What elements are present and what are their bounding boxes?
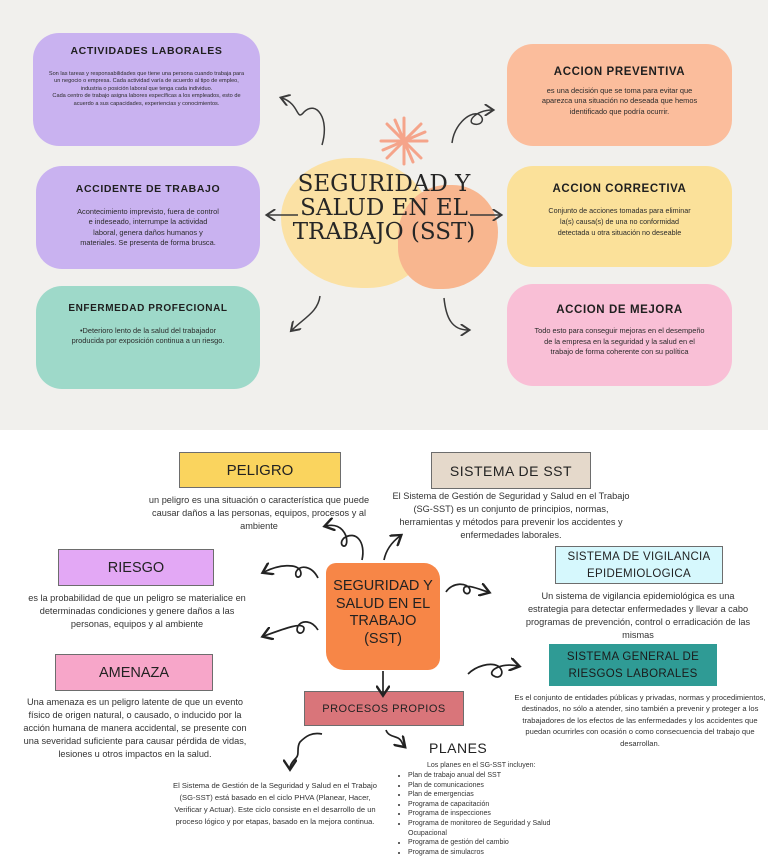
planes-list-item: Plan de comunicaciones [408,781,582,791]
planes-list-item: Plan de emergencias [408,790,582,800]
card-accidente-trabajo: ACCIDENTE DE TRABAJO Acontecimiento impr… [36,166,260,269]
card-text: Acontecimiento imprevisto, fuera de cont… [77,207,219,248]
arrow-to-general [467,664,518,678]
arrow-to-preventiva [451,110,492,144]
bottom-center-title: SEGURIDAD Y SALUD EN EL TRABAJO (SST) [333,578,433,647]
planes-title: PLANES [429,740,488,756]
planes-list: Plan de trabajo anual del SSTPlan de com… [392,771,582,857]
top-center-title: SEGURIDAD Y SALUD EN EL TRABAJO (SST) [292,171,476,245]
card-text: Todo esto para conseguir mejoras en el d… [534,326,705,357]
text-peligro: un peligro es una situación o caracterís… [148,495,370,531]
card-text: Conjunto de acciones tomadas para elimin… [548,206,691,237]
arrow-to-vigilancia [445,584,488,593]
text-amenaza: Una amenaza es un peligro latente de que… [23,697,247,759]
arrow-to-peligro [326,525,364,561]
planes-intro: Los planes en el SG-SST incluyen: [427,762,536,769]
card-text: •Deterioro lento de la salud del trabaja… [71,326,225,346]
card-title: ACTIVIDADES LABORALES [70,45,223,57]
card-enfermedad-profecional: ENFERMEDAD PROFECIONAL •Deterioro lento … [36,286,260,389]
text-general: Es el conjunto de entidades públicas y p… [514,693,766,748]
center-blob-orange [398,185,498,289]
tag-amenaza: AMENAZA [55,654,213,691]
arrow-procesos-text [290,732,323,768]
card-accion-mejora: ACCION DE MEJORA Todo esto para consegui… [507,284,732,386]
tag-sistema-sst: SISTEMA DE SST [431,452,591,489]
arrow-to-actividades [282,98,326,146]
card-title: ACCION DE MEJORA [556,304,683,316]
tag-riesgo: RIESGO [58,549,214,586]
bottom-arrows [0,430,768,862]
planes-list-item: Programa de inspecciones [408,809,582,819]
card-text: Son las tareas y responsabilidades que t… [48,71,245,107]
arrow-to-planes [385,729,404,746]
tag-procesos: PROCESOS PROPIOS [304,691,464,726]
arrow-to-enfermedad [292,295,321,330]
text-riesgo: es la probabilidad de que un peligro se … [28,593,246,629]
bottom-panel: SEGURIDAD Y SALUD EN EL TRABAJO (SST) PE… [0,430,768,862]
card-title: ACCION PREVENTIVA [553,66,686,78]
card-accion-preventiva: ACCION PREVENTIVA es una decisión que se… [507,44,732,146]
card-actividades-laborales: ACTIVIDADES LABORALES Son las tareas y r… [33,33,260,146]
card-text: es una decisión que se toma para evitar … [541,86,698,116]
text-procesos: El Sistema de Gestión de la Seguridad y … [173,781,377,826]
planes-list-item: Plan de trabajo anual del SST [408,771,582,781]
tag-vigilancia: SISTEMA DE VIGILANCIA EPIDEMIOLOGICA [555,546,723,584]
planes-list-item: Programa de monitoreo de Seguridad y Sal… [408,819,582,838]
card-title: ACCION CORRECTIVA [552,183,687,195]
arrow-to-amenaza [264,621,319,636]
text-vigilancia: Un sistema de vigilancia epidemiológica … [525,591,751,640]
top-arrows [0,0,768,430]
bottom-center-box [326,563,440,670]
card-title: ACCIDENTE DE TRABAJO [75,183,221,195]
top-panel: SEGURIDAD Y SALUD EN EL TRABAJO (SST) AC… [0,0,768,430]
tag-general: SISTEMA GENERAL DE RIESGOS LABORALES [549,644,717,686]
arrow-to-mejora [443,297,468,330]
tag-peligro: PELIGRO [179,452,341,488]
arrow-to-riesgo [264,566,319,579]
planes-list-item: Programa de simulacros [408,848,582,858]
card-title: ENFERMEDAD PROFECIONAL [68,303,228,314]
card-accion-correctiva: ACCION CORRECTIVA Conjunto de acciones t… [507,166,732,267]
planes-list-item: Programa de capacitación [408,800,582,810]
arrow-to-sistema-sst [383,536,400,561]
sparkle-icon [379,116,429,166]
text-sistema-sst: El Sistema de Gestión de Seguridad y Sal… [392,491,630,540]
planes-list-item: Programa de gestión del cambio [408,838,582,848]
